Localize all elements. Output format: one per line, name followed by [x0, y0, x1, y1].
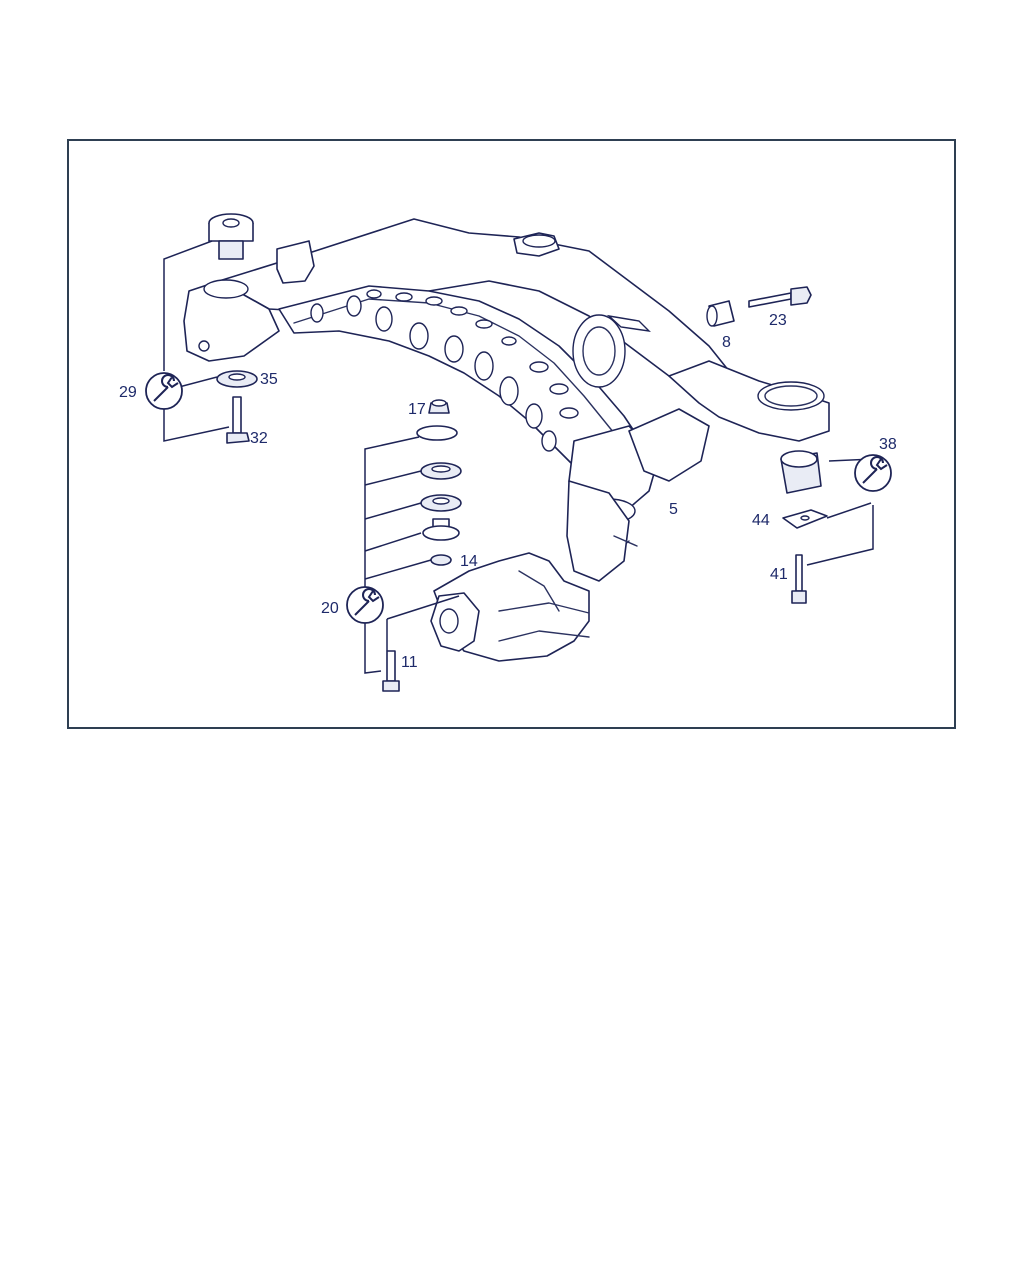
lightening-holes [310, 289, 579, 452]
callout-8: 8 [722, 334, 731, 351]
part-17-nut [428, 399, 450, 414]
part-32-bolt [226, 396, 250, 444]
part-8-spacer [706, 300, 735, 327]
wrench-icon [854, 454, 892, 492]
part-35-washer [216, 370, 258, 388]
callout-20: 20 [321, 600, 339, 617]
part-14-washer [430, 554, 452, 566]
leader-lines [163, 240, 874, 674]
callout-29: 29 [119, 384, 137, 401]
part-38-bushing [780, 450, 822, 494]
callout-5: 5 [669, 501, 678, 518]
wrench-icon [346, 586, 384, 624]
callout-23: 23 [769, 312, 787, 329]
part-11-bolt [382, 650, 400, 692]
callout-44: 44 [752, 512, 770, 529]
exploded-view-frame: 23 8 29 35 32 17 38 5 44 14 41 20 11 [67, 139, 956, 729]
washer-stack [416, 425, 462, 541]
callout-35: 35 [260, 371, 278, 388]
part-23-bolt [748, 286, 812, 308]
callout-41: 41 [770, 566, 788, 583]
callout-14: 14 [460, 553, 478, 570]
part-44-plate [782, 509, 828, 529]
wrench-icon [145, 372, 183, 410]
part-41-bolt [791, 554, 807, 604]
subframe-exploded-diagram: 23 8 29 35 32 17 38 5 44 14 41 20 11 [119, 213, 897, 692]
callout-11: 11 [401, 654, 418, 671]
callout-38: 38 [879, 436, 897, 453]
callout-17: 17 [408, 401, 426, 418]
rear-axle-carrier [183, 218, 830, 582]
rear-axle-housing [430, 552, 590, 662]
callout-32: 32 [250, 430, 268, 447]
upper-rubber-mount [208, 213, 254, 260]
